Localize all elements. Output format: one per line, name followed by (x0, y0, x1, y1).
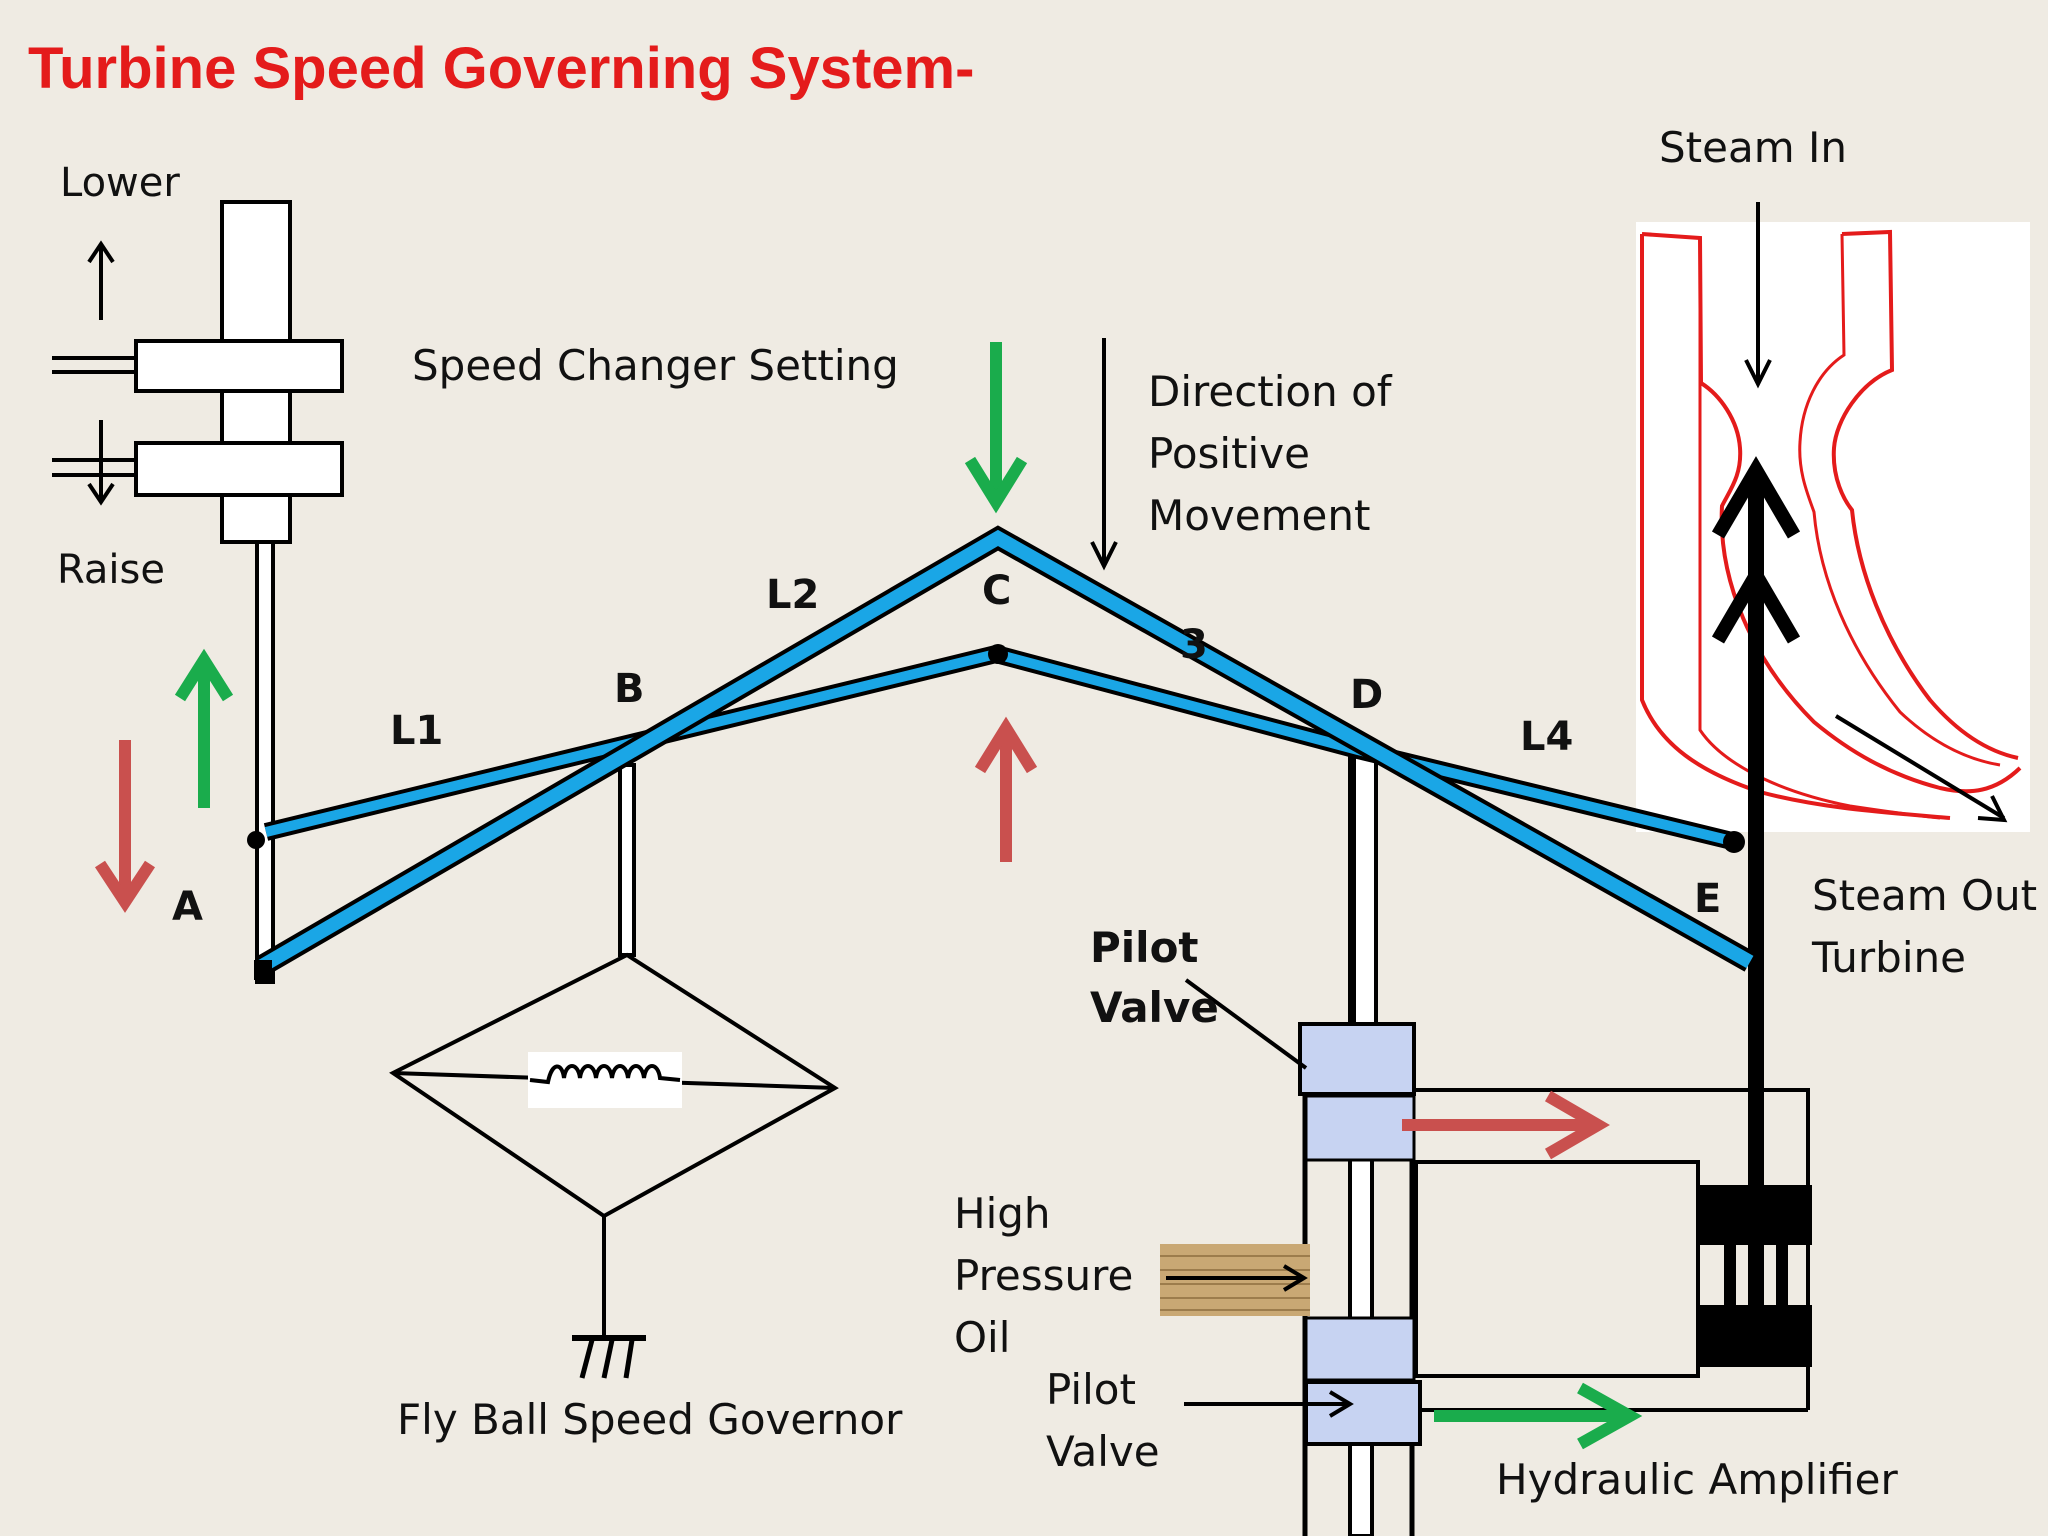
pilot-valve-bottom-arrow-icon (1184, 1390, 1354, 1418)
steam-out-label-line2: Turbine (1811, 933, 1966, 982)
raise-green-arrow-icon (174, 648, 234, 808)
steam-in-arrow-icon (1744, 202, 1772, 389)
pilot-valve-top-label-line1: Pilot (1090, 923, 1199, 972)
governor-rod (618, 763, 636, 957)
raise-label: Raise (57, 547, 165, 593)
hp-oil-label-line3: Oil (954, 1313, 1010, 1362)
pivot-c-dot (988, 644, 1008, 664)
lower-red-arrow-icon (94, 740, 156, 913)
speed-changer-upper-block (134, 339, 344, 393)
turbine-background (1636, 222, 2030, 832)
link-l4-label: L4 (1520, 714, 1573, 760)
diagram-title: Turbine Speed Governing System- (28, 36, 974, 101)
fly-ball-governor (389, 763, 839, 1379)
point-b-label: B (614, 666, 645, 712)
direction-arrow-icon (1090, 338, 1118, 571)
pivot-e-dot (1723, 831, 1745, 853)
governor-spring-box (528, 1052, 682, 1108)
pilot-valve-bottom-label-line1: Pilot (1046, 1365, 1136, 1414)
point-a-label: A (172, 884, 203, 930)
flow-red-arrow-icon (1402, 1090, 1610, 1160)
link-l2-label: L2 (766, 572, 819, 618)
pilot-valve-top-label-line2: Valve (1090, 983, 1219, 1032)
spring-icon (529, 1064, 681, 1085)
linkage-d-rod (1352, 754, 1378, 1026)
piston-rod-arrow-icon (1711, 456, 1801, 1305)
steam-in-label: Steam In (1659, 123, 1847, 172)
flow-green-arrow-icon (1434, 1382, 1643, 1450)
steam-out-label-line1: Steam Out (1812, 871, 2037, 920)
green-down-arrow-icon (964, 342, 1028, 514)
high-pressure-oil-inlet (1160, 1244, 1310, 1316)
point-c-label: C (982, 568, 1011, 614)
point-e-label: E (1694, 876, 1721, 922)
amplifier-cylinder (1414, 1160, 1700, 1378)
direction-label-line1: Direction of (1148, 367, 1393, 416)
hp-oil-label-line1: High (954, 1189, 1051, 1238)
steam-turbine (1636, 222, 2030, 832)
steam-out-arrow-icon (1834, 714, 2008, 823)
lower-label: Lower (60, 160, 180, 206)
pilot-valve-top-leader (1184, 978, 1308, 1070)
hp-oil-label-line2: Pressure (954, 1251, 1133, 1300)
speed-changer-label: Speed Changer Setting (412, 341, 899, 390)
pilot-valve-spool-1 (1298, 1022, 1416, 1096)
direction-label-line2: Positive (1148, 429, 1310, 478)
direction-label-line3: Movement (1148, 491, 1370, 540)
link-l3-label: 3 (1180, 622, 1208, 668)
fly-ball-label: Fly Ball Speed Governor (397, 1395, 903, 1444)
speed-changer-lower-block (134, 441, 344, 497)
hydraulic-amplifier-label: Hydraulic Amplifier (1496, 1455, 1898, 1504)
upper-linkage (256, 525, 1756, 976)
pilot-valve-spool-2 (1304, 1094, 1416, 1162)
amplifier-piston-lower (1700, 1305, 1812, 1367)
point-d-label: D (1350, 672, 1383, 718)
pilot-valve-spool-3 (1304, 1316, 1416, 1382)
link-l1-label: L1 (390, 708, 443, 754)
pivot-a-dot (247, 831, 265, 849)
pilot-valve-bottom-label-line2: Valve (1046, 1427, 1160, 1476)
speed-changer-assembly (52, 200, 344, 984)
red-up-arrow-icon (974, 716, 1038, 862)
pilot-valve-spool-4 (1304, 1380, 1422, 1446)
speed-changer-rod (255, 540, 275, 984)
